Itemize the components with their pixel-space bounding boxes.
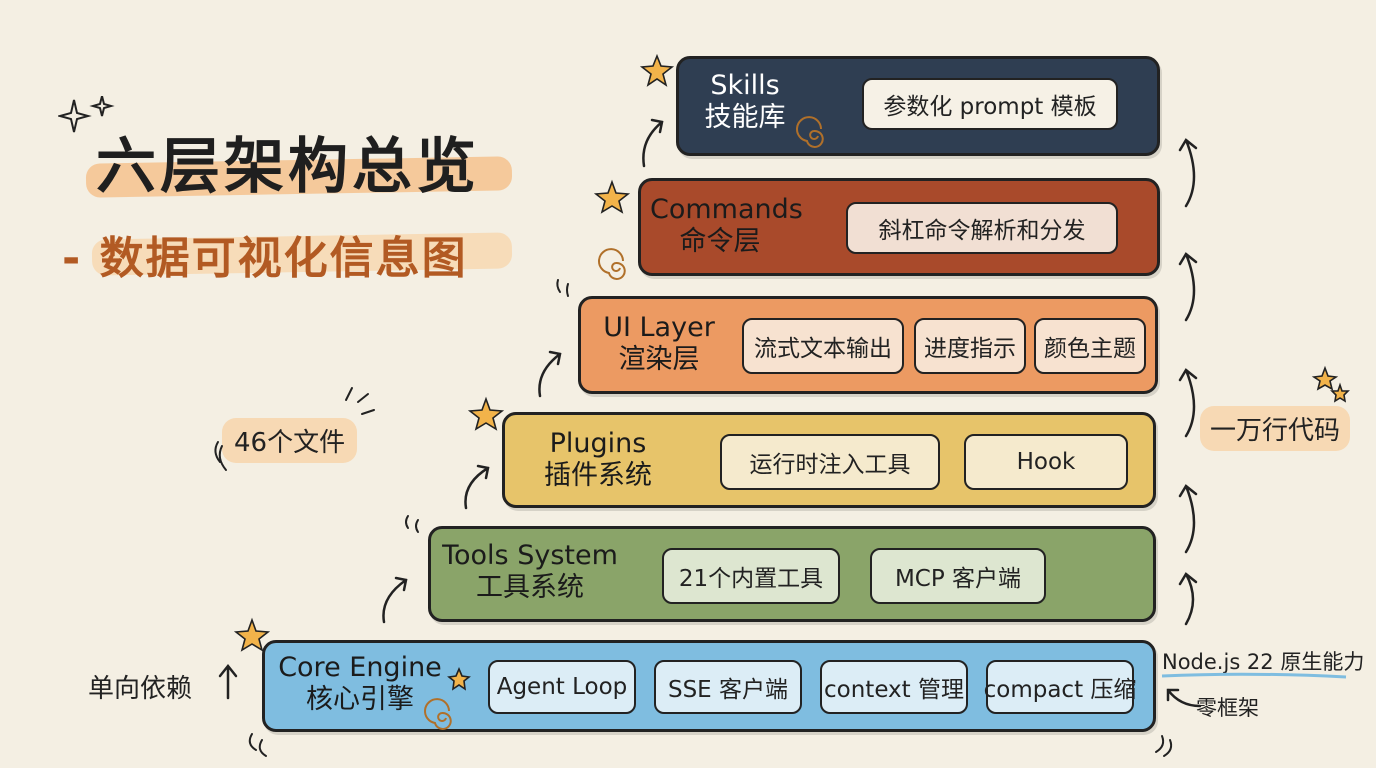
annotation-files: 46个文件 — [222, 418, 358, 463]
core-item-sse: SSE 客户端 — [654, 660, 802, 714]
core-item-agent-loop: Agent Loop — [488, 660, 636, 714]
up-arrow-icon — [382, 576, 408, 624]
page-subtitle: - 数据可视化信息图 — [62, 233, 468, 284]
up-arrow-icon — [218, 663, 238, 700]
layer-commands-name: Commands 命令层 — [650, 194, 803, 258]
core-item-compact: compact 压缩 — [984, 660, 1136, 714]
annotation-dependency: 单向依赖 — [88, 674, 193, 704]
layer-core-en: Core Engine — [278, 652, 442, 683]
star-icon — [1330, 382, 1350, 403]
layer-core-name: Core Engine 核心引擎 — [276, 652, 444, 716]
sparkle-icon — [58, 96, 115, 133]
star-icon — [467, 396, 505, 431]
up-arrow-icon — [1178, 252, 1198, 322]
layer-commands-en: Commands — [650, 194, 803, 225]
up-arrow-icon — [642, 118, 664, 168]
ui-item-progress: 进度指示 — [914, 318, 1026, 374]
annotation-lines: 一万行代码 — [1200, 406, 1351, 451]
plugins-item-inject: 运行时注入工具 — [720, 434, 940, 490]
tools-item-mcp: MCP 客户端 — [870, 548, 1046, 604]
underline-icon — [1161, 672, 1347, 679]
layer-commands-zh: 命令层 — [679, 225, 761, 257]
spiral-icon — [598, 248, 626, 280]
core-item-context: context 管理 — [820, 660, 968, 714]
ui-item-theme: 颜色主题 — [1034, 318, 1146, 374]
up-arrow-icon — [1178, 572, 1198, 626]
motion-lines-icon — [556, 279, 569, 297]
layer-ui-name: UI Layer 渲染层 — [594, 312, 724, 376]
commands-item-slash-parse: 斜杠命令解析和分发 — [846, 202, 1118, 254]
layer-tools-name: Tools System 工具系统 — [440, 540, 620, 604]
layer-tools-zh: 工具系统 — [476, 571, 584, 603]
layer-skills-en: Skills — [710, 70, 780, 101]
layer-ui-zh: 渲染层 — [618, 343, 700, 375]
up-arrow-icon — [464, 464, 490, 510]
annotation-runtime: Node.js 22 原生能力 — [1162, 650, 1365, 674]
motion-lines-icon — [248, 733, 267, 757]
up-arrow-icon — [1178, 484, 1198, 554]
layer-plugins-name: Plugins 插件系统 — [522, 428, 674, 492]
up-arrow-icon — [538, 350, 562, 398]
annotation-framework: 零框架 — [1196, 696, 1259, 720]
star-icon — [1311, 365, 1339, 391]
layer-plugins-zh: 插件系统 — [544, 459, 652, 491]
ui-item-stream: 流式文本输出 — [742, 318, 904, 374]
skills-item-prompt-template: 参数化 prompt 模板 — [862, 78, 1118, 130]
layer-ui-en: UI Layer — [603, 312, 715, 343]
motion-lines-icon — [345, 387, 375, 415]
layer-plugins-en: Plugins — [549, 428, 647, 459]
motion-lines-icon — [1155, 735, 1173, 757]
motion-lines-icon — [405, 515, 419, 533]
star-icon — [639, 53, 675, 87]
up-arrow-icon — [1178, 368, 1198, 438]
up-arrow-icon — [1178, 138, 1198, 208]
plugins-item-hook: Hook — [964, 434, 1128, 490]
layer-skills-zh: 技能库 — [704, 101, 786, 133]
layer-core-zh: 核心引擎 — [306, 683, 414, 715]
star-icon — [593, 179, 631, 214]
layer-tools-en: Tools System — [442, 540, 618, 571]
layer-skills-name: Skills 技能库 — [690, 70, 800, 134]
tools-item-builtin: 21个内置工具 — [662, 548, 840, 604]
page-title: 六层架构总览 — [96, 132, 480, 202]
